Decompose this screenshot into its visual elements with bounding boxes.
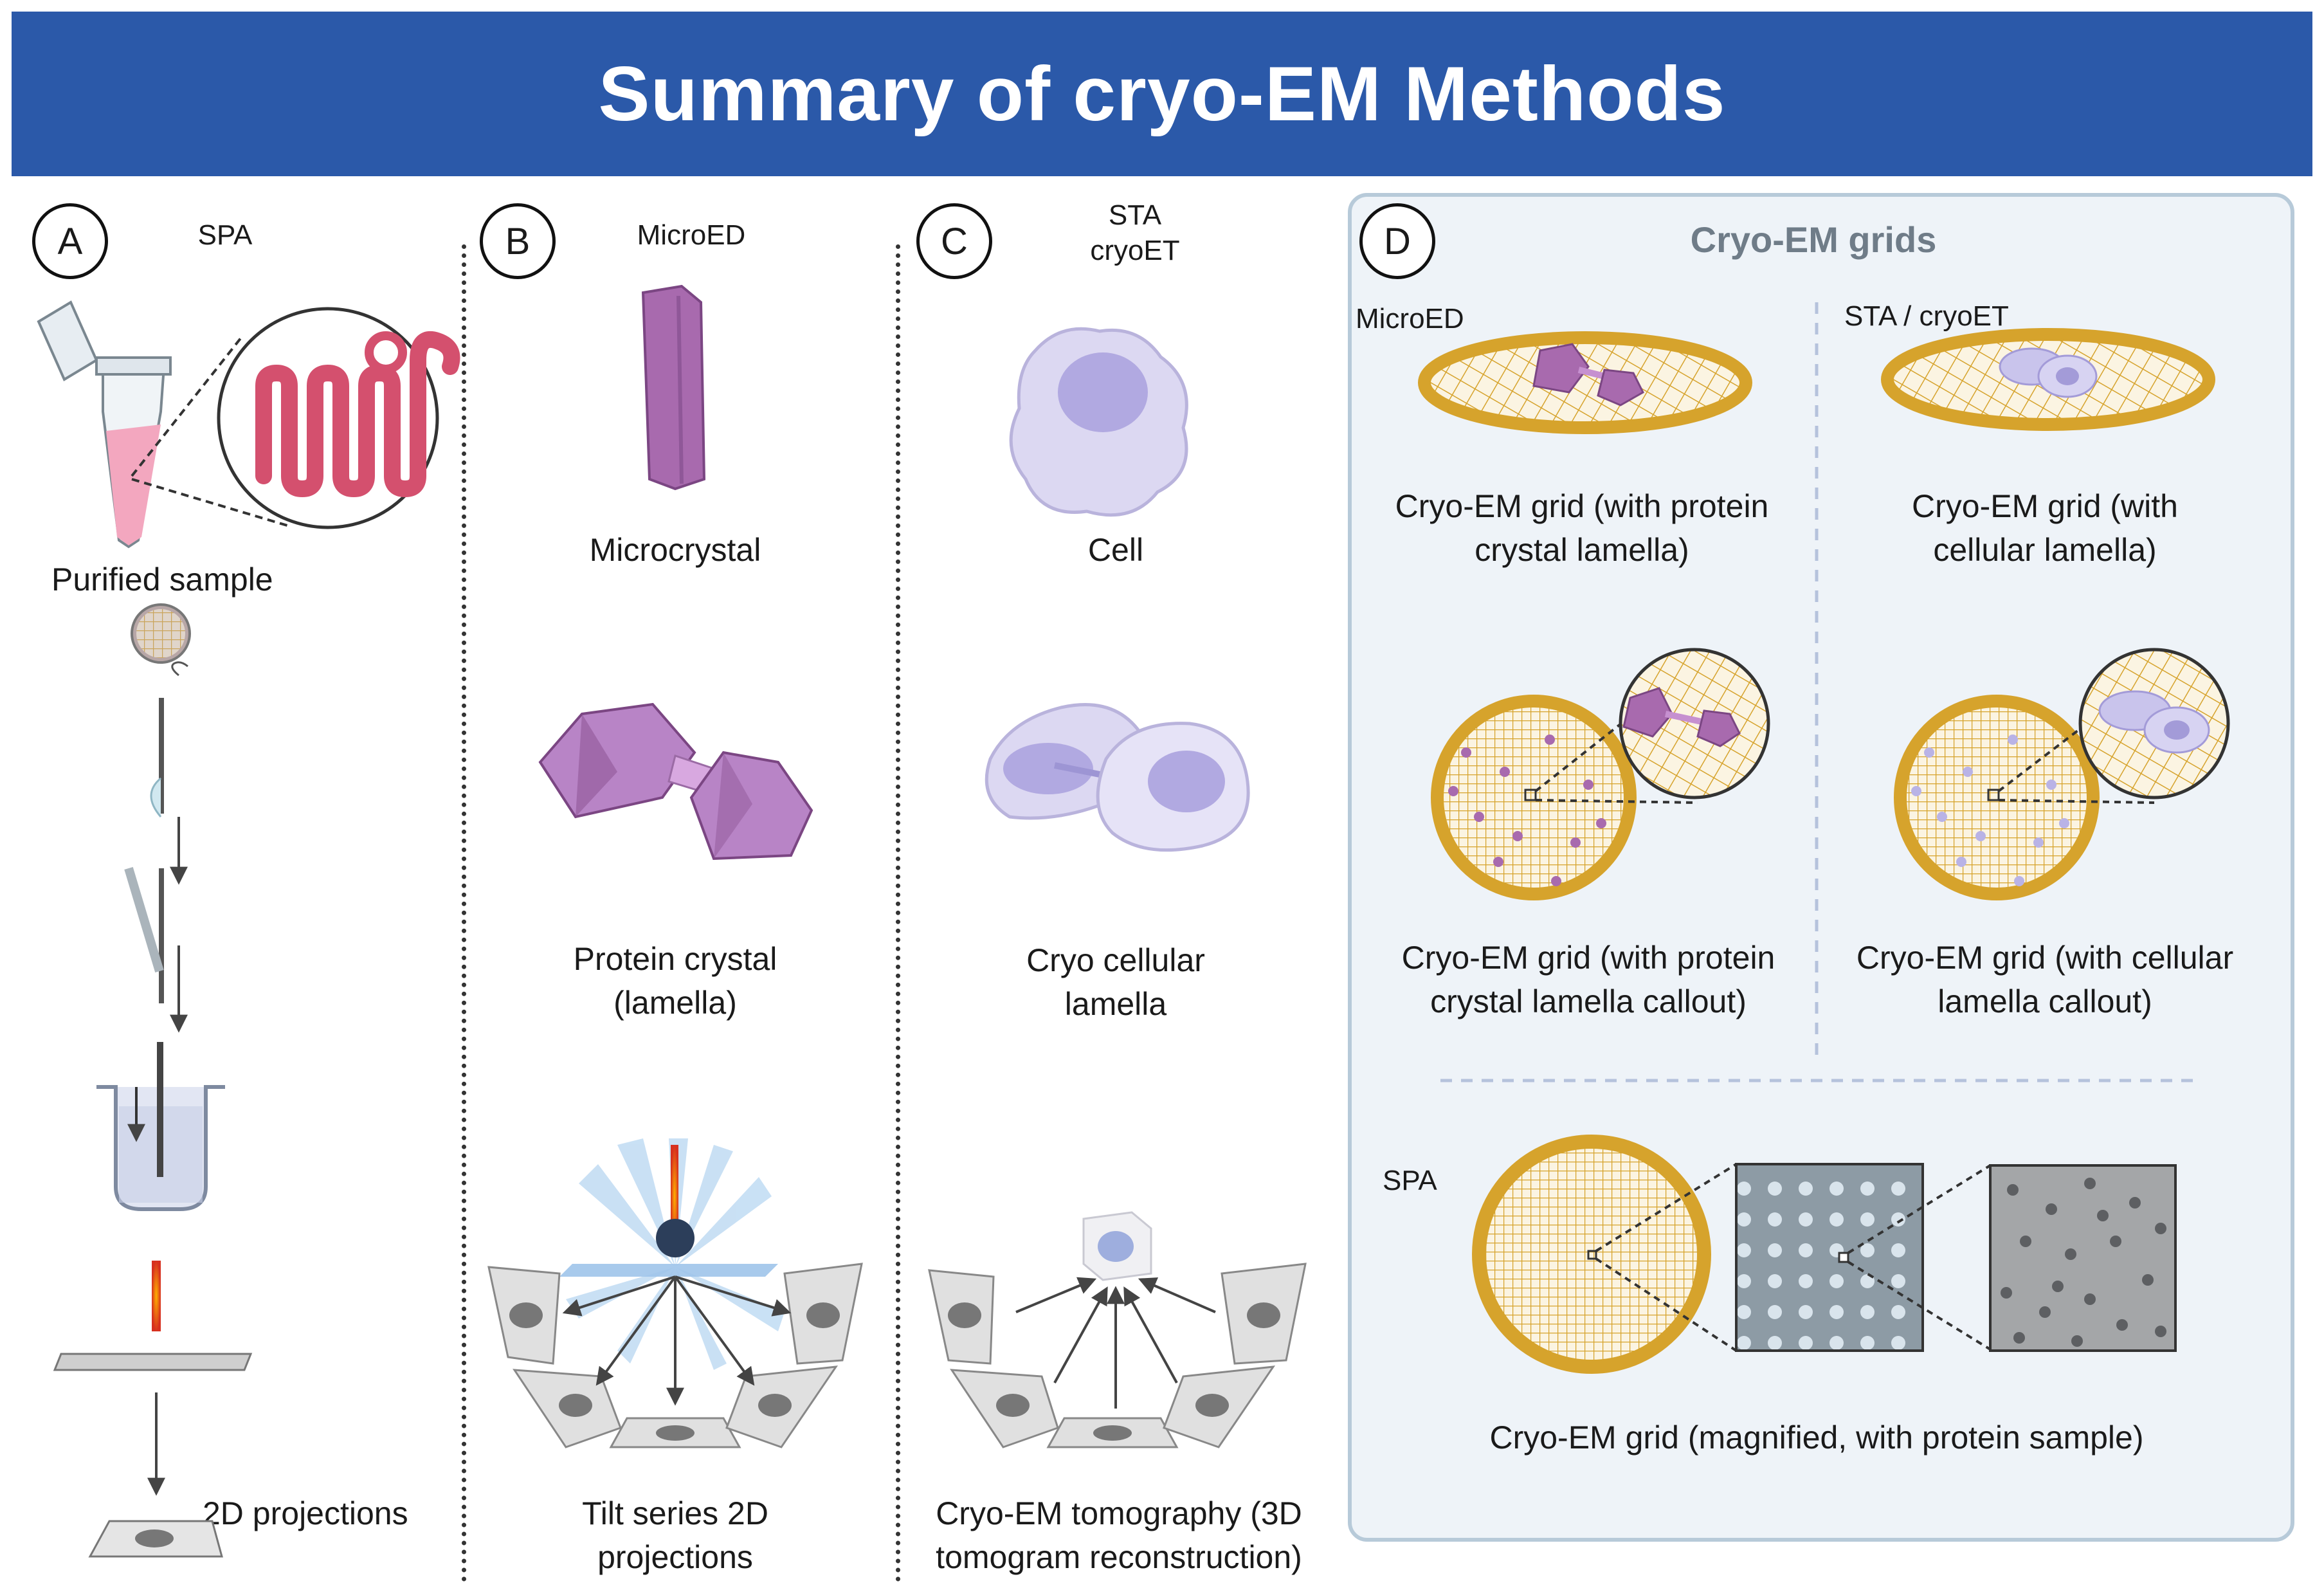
grid-sta-label: STA / cryoET <box>1844 300 2009 332</box>
cell-icon <box>1009 327 1188 517</box>
grid5-label: Cryo-EM grid (magnified, with protein sa… <box>1489 1419 2144 1456</box>
panel-c-method-line1: STA <box>1108 199 1162 231</box>
microcrystal-label: Microcrystal <box>589 532 761 568</box>
protein-callout <box>217 307 460 529</box>
spa-grid <box>131 603 191 677</box>
panel-c-method-line2: cryoET <box>1090 235 1180 266</box>
separator-ab <box>462 244 466 1582</box>
panel-b-badge: B <box>480 203 556 279</box>
purified-sample-label: Purified sample <box>51 561 273 598</box>
panel-c-badge: C <box>916 203 992 279</box>
protein-crystal-label-2: (lamella) <box>613 985 737 1021</box>
grid4-icon <box>1894 648 2230 900</box>
grid3-label-1: Cryo-EM grid (with protein <box>1401 940 1775 976</box>
grid1-icon <box>1418 331 1752 434</box>
grid2-icon <box>1881 328 2215 431</box>
cellular-lamella-icon <box>985 703 1250 852</box>
plunge-freezing-steps <box>96 698 225 1211</box>
separator-bc <box>896 244 900 1582</box>
grid2-label-1: Cryo-EM grid (with <box>1912 488 2178 524</box>
tilt-series-b <box>487 1138 863 1448</box>
panel-a-method: SPA <box>197 219 253 251</box>
panel-d-title: Cryo-EM grids <box>1690 219 1937 260</box>
title-banner: Summary of cryo-EM Methods <box>12 12 2312 176</box>
tilt-series-label-1: Tilt series 2D <box>582 1495 768 1531</box>
grid1-label-2: crystal lamella) <box>1475 532 1689 568</box>
page-title: Summary of cryo-EM Methods <box>598 51 1726 137</box>
tomography-label-2: tomogram reconstruction) <box>936 1539 1302 1575</box>
tomography-c <box>928 1211 1307 1448</box>
cryo-lamella-label-1: Cryo cellular <box>1026 942 1205 978</box>
tilt-series-label-2: projections <box>597 1539 753 1575</box>
grid-spa-label: SPA <box>1383 1165 1437 1196</box>
grid2-label-2: cellular lamella) <box>1933 532 2157 568</box>
tomography-label-1: Cryo-EM tomography (3D <box>936 1495 1302 1531</box>
grid5-icon <box>1472 1135 2177 1374</box>
spa-output-label: 2D projections <box>203 1495 408 1531</box>
grid1-label-1: Cryo-EM grid (with protein <box>1395 488 1769 524</box>
protein-crystal-label-1: Protein crystal <box>573 941 777 977</box>
panel-b-method: MicroED <box>637 219 746 251</box>
grid4-label-2: lamella callout) <box>1938 983 2152 1019</box>
sample-tube <box>37 300 172 549</box>
microcrystal-icon <box>641 284 706 491</box>
grid-microed-label: MicroED <box>1356 303 1464 334</box>
electron-beam-a <box>152 1261 161 1331</box>
panel-a-badge: A <box>32 203 108 279</box>
grid4-label-1: Cryo-EM grid (with cellular <box>1856 940 2234 976</box>
panel-d-badge: D <box>1359 203 1435 279</box>
cell-label: Cell <box>1087 532 1144 568</box>
protein-crystal-lamella-icon <box>538 702 813 861</box>
grid3-icon <box>1431 648 1770 900</box>
cryo-lamella-label-2: lamella <box>1064 986 1167 1022</box>
grid3-label-2: crystal lamella callout) <box>1430 983 1747 1019</box>
